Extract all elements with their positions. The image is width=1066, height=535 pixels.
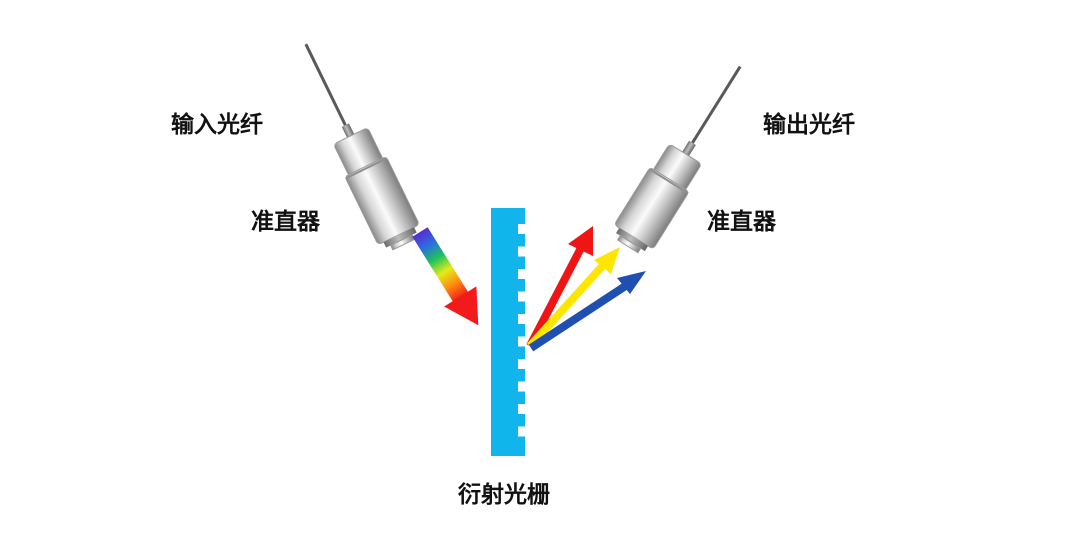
grating-groove xyxy=(518,224,525,234)
input-collimator-body xyxy=(345,157,419,244)
grating-groove xyxy=(518,336,525,347)
input-collimator-icon xyxy=(304,43,419,251)
red-diffracted-beam xyxy=(526,244,586,348)
grating-groove xyxy=(518,314,525,324)
incident-rainbow-arrow xyxy=(412,227,479,326)
blue-diffracted-beam xyxy=(528,279,633,352)
grating-groove xyxy=(518,291,525,302)
input-fiber-line xyxy=(304,43,352,135)
output-collimator-icon xyxy=(615,65,742,254)
grating-groove xyxy=(518,426,525,437)
grating-groove xyxy=(518,404,525,414)
output-collimator-label: 准直器 xyxy=(707,209,776,235)
grating-label: 衍射光栅 xyxy=(458,482,550,508)
grating-groove xyxy=(518,269,525,279)
diffraction-grating xyxy=(491,208,525,456)
grating-groove xyxy=(518,381,525,392)
yellow-arrowhead xyxy=(594,247,620,274)
grating-groove xyxy=(518,246,525,257)
yellow-diffracted-beam xyxy=(527,259,609,349)
output-fiber-label: 输出光纤 xyxy=(763,112,855,138)
grating-grooves xyxy=(518,224,525,437)
input-collimator-label: 准直器 xyxy=(251,209,320,235)
output-collimator-body xyxy=(615,168,689,249)
blue-arrowhead xyxy=(617,271,646,294)
output-fiber-line xyxy=(685,65,742,153)
input-fiber-label: 输入光纤 xyxy=(171,112,263,138)
grating-groove xyxy=(518,359,525,369)
red-arrowhead xyxy=(568,226,593,256)
